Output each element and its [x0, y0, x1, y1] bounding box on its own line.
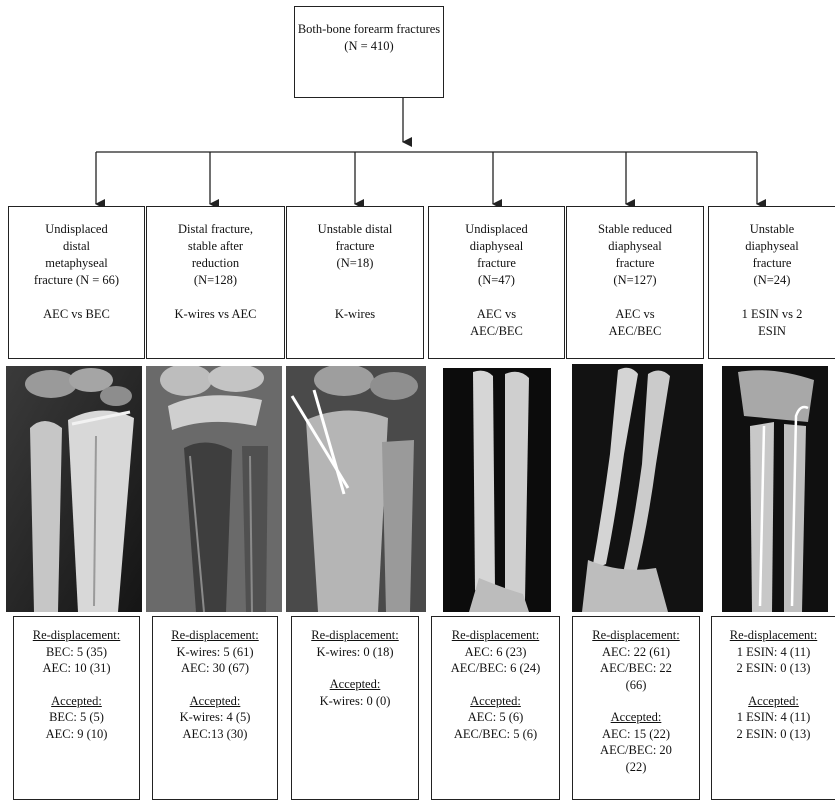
- root-title: Both-bone forearm fractures: [295, 21, 443, 38]
- category-comparison: AEC vs AEC/BEC: [573, 306, 697, 340]
- redisplacement-heading: Re-displacement:: [292, 627, 418, 644]
- category-comparison: K-wires: [293, 306, 417, 323]
- accepted-value: 1 ESIN: 4 (11): [712, 709, 835, 726]
- accepted-value: AEC/BEC: 20: [573, 742, 699, 759]
- redisplacement-heading: Re-displacement:: [153, 627, 277, 644]
- results-box-4: Re-displacement: AEC: 6 (23) AEC/BEC: 6 …: [431, 616, 560, 800]
- accepted-value: K-wires: 4 (5): [153, 709, 277, 726]
- category-title: Stable reduced diaphyseal fracture (N=12…: [573, 221, 697, 289]
- redisplacement-heading: Re-displacement:: [573, 627, 699, 644]
- redisplacement-value: K-wires: 0 (18): [292, 644, 418, 661]
- redisplacement-value: AEC/BEC: 22: [573, 660, 699, 677]
- accepted-value: 2 ESIN: 0 (13): [712, 726, 835, 743]
- category-comparison: 1 ESIN vs 2 ESIN: [715, 306, 829, 340]
- accepted-heading: Accepted:: [712, 693, 835, 710]
- root-count: (N = 410): [295, 38, 443, 55]
- xray-image-5: [572, 364, 703, 612]
- root-box: Both-bone forearm fractures (N = 410): [294, 6, 444, 98]
- redisplacement-heading: Re-displacement:: [712, 627, 835, 644]
- accepted-heading: Accepted:: [14, 693, 139, 710]
- results-box-6: Re-displacement: 1 ESIN: 4 (11) 2 ESIN: …: [711, 616, 835, 800]
- accepted-value: K-wires: 0 (0): [292, 693, 418, 710]
- redisplacement-value: AEC: 6 (23): [432, 644, 559, 661]
- accepted-value: AEC: 9 (10): [14, 726, 139, 743]
- category-comparison: K-wires vs AEC: [153, 306, 278, 323]
- redisplacement-value: AEC: 30 (67): [153, 660, 277, 677]
- redisplacement-value: BEC: 5 (35): [14, 644, 139, 661]
- redisplacement-heading: Re-displacement:: [432, 627, 559, 644]
- redisplacement-value: AEC/BEC: 6 (24): [432, 660, 559, 677]
- xray-image-2: [146, 366, 282, 612]
- category-comparison: AEC vs BEC: [15, 306, 138, 323]
- redisplacement-value: AEC: 22 (61): [573, 644, 699, 661]
- accepted-heading: Accepted:: [153, 693, 277, 710]
- redisplacement-value: 1 ESIN: 4 (11): [712, 644, 835, 661]
- category-comparison: AEC vs AEC/BEC: [435, 306, 558, 340]
- category-box-5: Stable reduced diaphyseal fracture (N=12…: [566, 206, 704, 359]
- category-title: Undisplaced distal metaphyseal fracture …: [15, 221, 138, 289]
- redisplacement-value: K-wires: 5 (61): [153, 644, 277, 661]
- redisplacement-value: AEC: 10 (31): [14, 660, 139, 677]
- accepted-value: BEC: 5 (5): [14, 709, 139, 726]
- results-box-2: Re-displacement: K-wires: 5 (61) AEC: 30…: [152, 616, 278, 800]
- results-box-1: Re-displacement: BEC: 5 (35) AEC: 10 (31…: [13, 616, 140, 800]
- category-title: Unstable diaphyseal fracture (N=24): [715, 221, 829, 289]
- xray-image-4: [443, 368, 551, 612]
- category-title: Undisplaced diaphyseal fracture (N=47): [435, 221, 558, 289]
- accepted-heading: Accepted:: [432, 693, 559, 710]
- accepted-value: AEC: 5 (6): [432, 709, 559, 726]
- redisplacement-value: (66): [573, 677, 699, 694]
- redisplacement-value: 2 ESIN: 0 (13): [712, 660, 835, 677]
- accepted-heading: Accepted:: [292, 676, 418, 693]
- results-box-5: Re-displacement: AEC: 22 (61) AEC/BEC: 2…: [572, 616, 700, 800]
- category-box-3: Unstable distal fracture (N=18) K-wires: [286, 206, 424, 359]
- accepted-value: (22): [573, 759, 699, 776]
- xray-image-3: [286, 366, 426, 612]
- accepted-heading: Accepted:: [573, 709, 699, 726]
- accepted-value: AEC:13 (30): [153, 726, 277, 743]
- xray-image-1: [6, 366, 142, 612]
- accepted-value: AEC: 15 (22): [573, 726, 699, 743]
- results-box-3: Re-displacement: K-wires: 0 (18) Accepte…: [291, 616, 419, 800]
- accepted-value: AEC/BEC: 5 (6): [432, 726, 559, 743]
- category-box-6: Unstable diaphyseal fracture (N=24) 1 ES…: [708, 206, 835, 359]
- category-box-2: Distal fracture, stable after reduction …: [146, 206, 285, 359]
- category-title: Unstable distal fracture (N=18): [293, 221, 417, 272]
- category-box-4: Undisplaced diaphyseal fracture (N=47) A…: [428, 206, 565, 359]
- redisplacement-heading: Re-displacement:: [14, 627, 139, 644]
- category-box-1: Undisplaced distal metaphyseal fracture …: [8, 206, 145, 359]
- xray-image-6: [722, 366, 828, 612]
- category-title: Distal fracture, stable after reduction …: [153, 221, 278, 289]
